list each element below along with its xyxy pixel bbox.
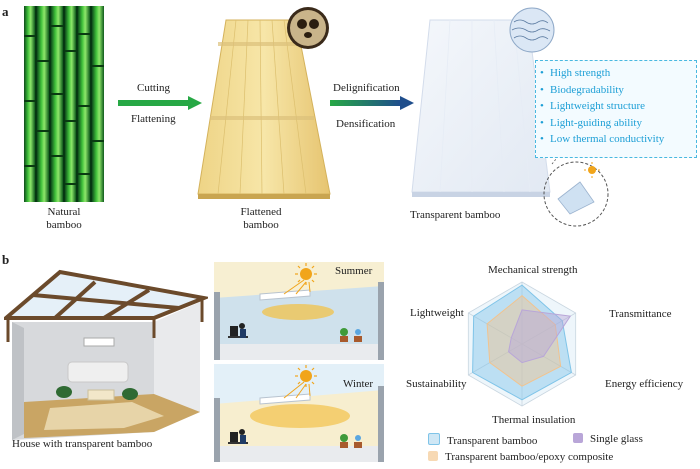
- natural-bamboo-caption: Natural bamboo: [46, 206, 82, 231]
- green-arrow: [118, 96, 202, 110]
- flattened-bamboo-caption: Flattened bamboo: [240, 206, 282, 231]
- natural-bamboo-image: [24, 6, 104, 202]
- axis-label-thermal-insulation: Thermal insulation: [492, 414, 576, 426]
- bullet-icon: •: [540, 83, 544, 96]
- step-cutting-label: Cutting: [137, 82, 171, 94]
- axis-label-mechanical-strength: Mechanical strength: [488, 264, 578, 276]
- winter-scene: [214, 364, 384, 462]
- bullet-icon: •: [540, 67, 544, 79]
- property-item: •Light-guiding ability: [540, 115, 696, 132]
- radar-axis-line: [468, 312, 523, 345]
- blue-arrow: [330, 96, 414, 110]
- properties-list: •High strength •Biodegradability •Lightw…: [536, 61, 696, 148]
- house-illustration: [4, 269, 208, 440]
- legend-swatch: [428, 433, 440, 445]
- bullet-icon: •: [540, 116, 544, 129]
- house-caption: House with transparent bamboo: [12, 438, 153, 450]
- axis-label-sustainability: Sustainability: [406, 378, 467, 390]
- radar-series: [472, 284, 572, 401]
- radar-axis-line: [521, 343, 576, 376]
- summer-label: Summer: [335, 265, 373, 277]
- radar-series-area: [472, 284, 572, 401]
- radar-chart: [467, 281, 577, 407]
- panel-label-a: a: [2, 4, 9, 19]
- bullet-icon: •: [540, 100, 544, 112]
- radar-series-area: [508, 309, 572, 364]
- property-item: •Lightweight structure: [540, 98, 696, 115]
- panel-label-b: b: [2, 252, 10, 267]
- axis-label-energy-efficiency: Energy efficiency: [605, 378, 684, 390]
- step-delignification-label: Delignification: [333, 82, 400, 94]
- properties-box: •High strength •Biodegradability •Lightw…: [535, 60, 697, 158]
- step-flattening-label: Flattening: [131, 113, 176, 125]
- legend-item-single-glass: Single glass: [573, 433, 643, 445]
- bullet-icon: •: [540, 133, 544, 145]
- property-item: •Low thermal conductivity: [540, 131, 696, 148]
- radar-axis-line: [468, 343, 523, 376]
- transparent-bamboo-panel: [411, 7, 609, 227]
- step-densification-label: Densification: [336, 118, 396, 130]
- axis-label-lightweight: Lightweight: [410, 307, 464, 319]
- radar-series-area: [486, 294, 562, 387]
- transparent-bamboo-caption: Transparent bamboo: [410, 209, 501, 221]
- legend-swatch: [428, 451, 438, 461]
- property-item: •Biodegradability: [540, 82, 696, 99]
- radar-axis-line: [521, 312, 576, 345]
- axis-label-transmittance: Transmittance: [609, 308, 672, 320]
- summer-scene: [214, 262, 384, 360]
- legend-swatch: [573, 433, 583, 443]
- property-item: •High strength: [540, 65, 696, 82]
- winter-label: Winter: [343, 378, 374, 390]
- legend-item-transparent-bamboo: Transparent bamboo: [428, 433, 537, 447]
- flattened-bamboo-board: [197, 7, 331, 199]
- legend-item-epoxy-composite: Transparent bamboo/epoxy composite: [428, 451, 613, 463]
